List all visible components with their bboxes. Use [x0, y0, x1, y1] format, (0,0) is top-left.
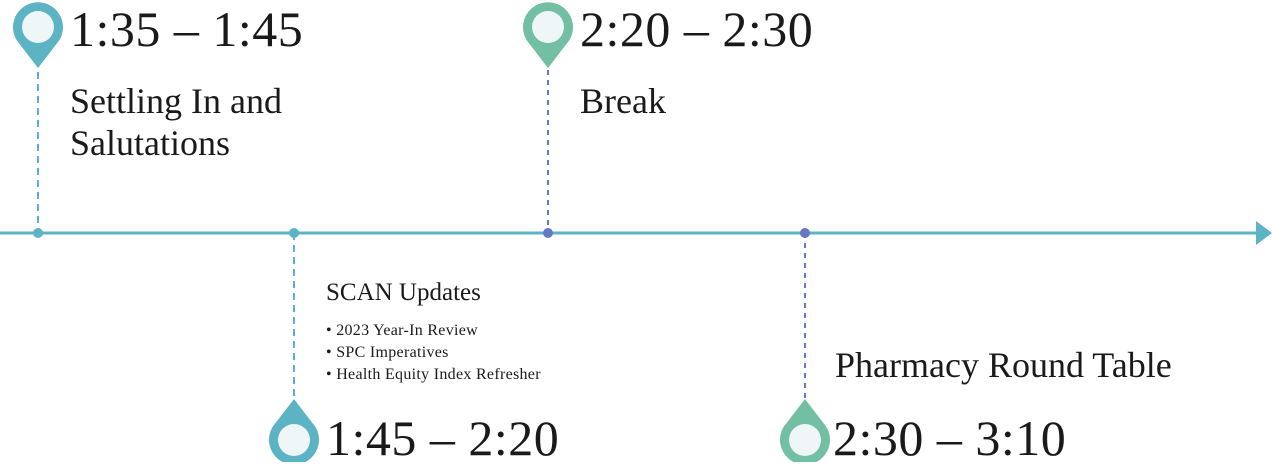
event-2-bullet-3: Health Equity Index Refresher: [326, 364, 541, 386]
event-4-title: Pharmacy Round Table: [835, 345, 1172, 385]
event-3-title: Break: [580, 81, 666, 121]
event-4-time: 2:30 – 3:10: [833, 410, 1067, 466]
event-2-time: 1:45 – 2:20: [326, 410, 560, 466]
event-1-title-line-2: Salutations: [70, 123, 230, 163]
timeline-dot-3: [543, 228, 553, 238]
event-2-bullets: 2023 Year-In Review SPC Imperatives Heal…: [326, 320, 541, 386]
timeline-dot-1: [33, 228, 43, 238]
timeline-dot-2: [289, 228, 299, 238]
pin-icon-4: [780, 399, 830, 462]
event-1-title-line-1: Settling In and: [70, 81, 282, 121]
timeline-arrowhead: [1256, 221, 1272, 245]
event-1-title: Settling In and Salutations: [70, 80, 282, 164]
event-2-title: SCAN Updates: [326, 279, 481, 306]
event-1-time: 1:35 – 1:45: [70, 1, 304, 57]
timeline-dot-4: [800, 228, 810, 238]
pin-icon-3: [523, 2, 573, 69]
pin-icon-2: [269, 399, 319, 462]
event-3-time: 2:20 – 2:30: [580, 1, 814, 57]
pin-icon-1: [13, 2, 64, 69]
event-2-bullet-1: 2023 Year-In Review: [326, 320, 541, 342]
event-2-bullet-2: SPC Imperatives: [326, 342, 541, 364]
